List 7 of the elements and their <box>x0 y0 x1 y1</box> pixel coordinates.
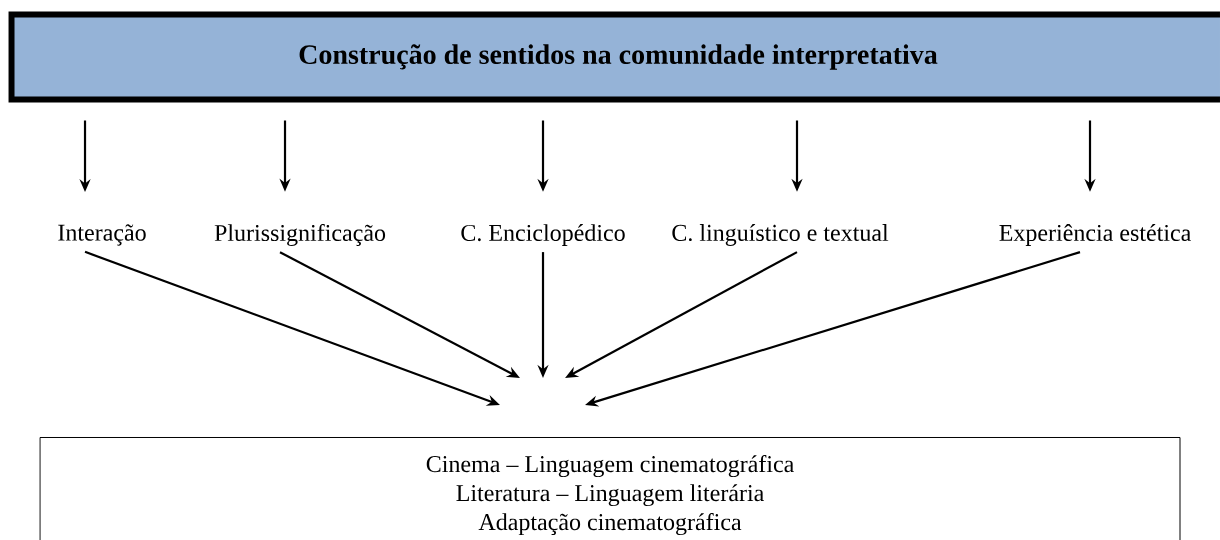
title-banner: Construção de sentidos na comunidade interpretativa <box>8 11 1220 103</box>
concept-label: Experiência estética <box>999 224 1191 246</box>
concept-label: C. linguístico e textual <box>672 224 889 246</box>
concept-label: Plurissignificação <box>214 223 386 247</box>
concept-label: Interação <box>58 224 146 246</box>
concept-label: C. Enciclopédico <box>461 224 625 246</box>
text-box: Cinema – Linguagem cinematográfica Literatura – Linguagem literária Adaptação cinematográfica <box>39 437 1181 540</box>
